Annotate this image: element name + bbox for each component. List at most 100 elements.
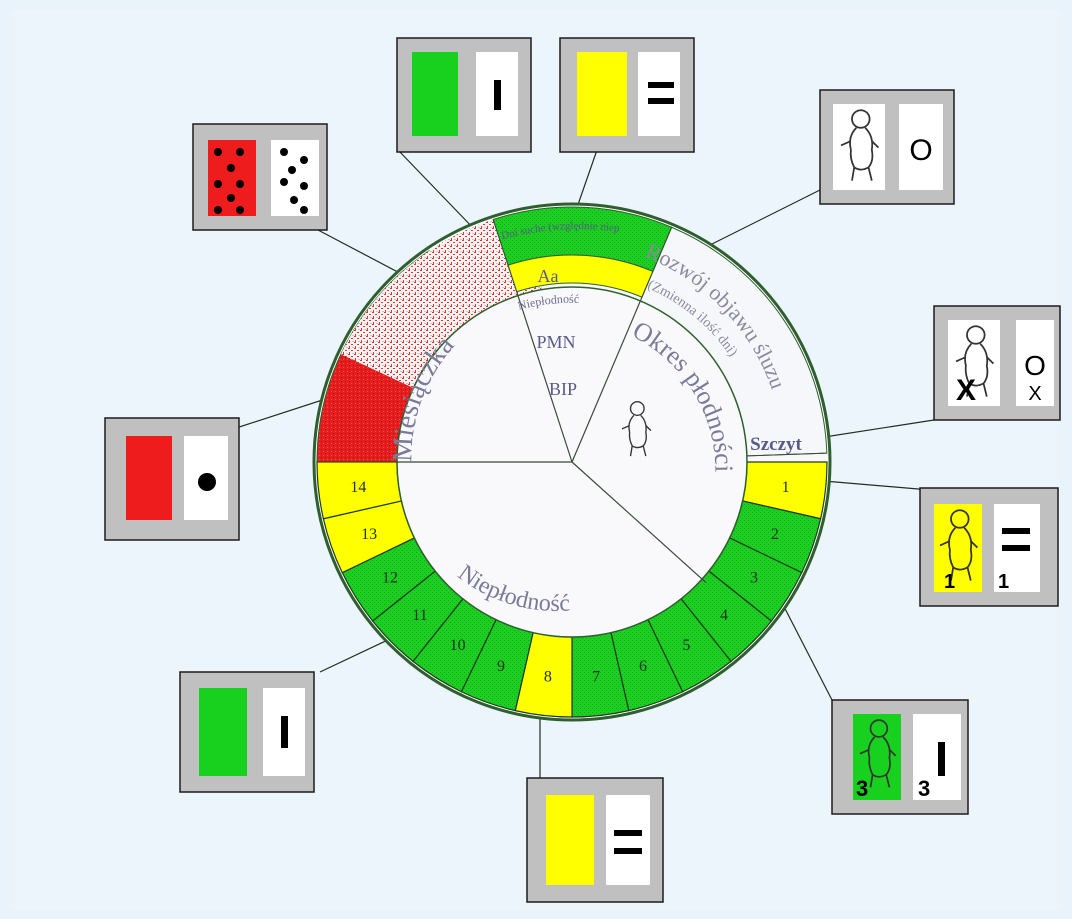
equal-line-top: [648, 82, 674, 88]
green-panel: [412, 52, 458, 136]
white-panel: [948, 320, 1000, 406]
green-single-line-stamp-icon: [179, 671, 315, 793]
white-panel: [638, 52, 680, 136]
white-panel: [833, 104, 885, 190]
baby-figure-icon-head: [950, 509, 970, 529]
white-panel: [899, 104, 943, 190]
bip-label: BIP: [549, 379, 577, 399]
white-panel: [271, 140, 319, 216]
connector-line: [699, 189, 821, 251]
dot-mark: [236, 180, 244, 188]
dot-mark: [300, 206, 308, 214]
baby-figure-icon-head: [629, 401, 645, 416]
dot-mark: [236, 148, 244, 156]
connector-line: [319, 637, 393, 673]
day-number-label: 12: [382, 569, 398, 586]
equal-line-bottom: [648, 98, 674, 104]
day-number-label: 6: [639, 658, 647, 675]
day-number-mark: 3: [918, 776, 930, 801]
connector-line: [397, 149, 478, 233]
baby-figure-icon-body: [955, 343, 995, 397]
equal-line-bottom: [614, 848, 642, 854]
baby-figure-icon: [955, 325, 995, 397]
baby-figure-icon-body: [621, 414, 652, 457]
day-number-mark: 3: [856, 776, 868, 801]
white-panel: [1016, 320, 1054, 406]
equal-line-top: [1002, 528, 1030, 534]
circle-symbol: O: [1024, 350, 1046, 381]
yellow-panel: [934, 504, 982, 592]
yellow-panel: [546, 795, 594, 885]
day-number-label: 11: [412, 607, 427, 624]
x-mark: X: [1028, 383, 1041, 405]
day-number-label: 13: [361, 526, 377, 543]
day-number-mark: 1: [998, 571, 1009, 593]
pmn-label: PMN: [536, 332, 575, 352]
yellow-panel: [577, 52, 627, 136]
baby-figure-icon-head: [851, 109, 871, 129]
white-panel: [606, 795, 650, 885]
menstruation-speckle-band: [340, 210, 542, 389]
baby-figure-icon-body: [859, 736, 897, 788]
peak-label: Szczyt: [750, 434, 802, 455]
aa-label: Aa: [538, 266, 559, 286]
baby-figure-icon-body: [840, 127, 880, 181]
sector-divider: [517, 295, 573, 463]
day-number-label: 5: [682, 637, 690, 654]
baby-circle-stamp-icon: O: [819, 89, 955, 205]
white-panel: [913, 714, 961, 800]
green-panel: [853, 714, 901, 800]
day-number-label: 4: [720, 607, 728, 624]
day-number-label: 2: [771, 526, 779, 543]
day-number-label: 9: [497, 658, 505, 675]
baby-figure-icon: [939, 509, 979, 581]
baby-figure-icon-head: [869, 719, 889, 738]
day-number-label: 10: [450, 637, 466, 654]
equal-line-top: [614, 830, 642, 836]
connector-line: [811, 479, 931, 491]
dot-mark: [280, 148, 288, 156]
day-number-label: 1: [782, 479, 790, 496]
day-number-label: 14: [350, 479, 366, 496]
dot-mark: [236, 206, 244, 214]
band-divider: [639, 227, 673, 302]
red-dots-stamp-icon: [192, 123, 328, 231]
red-solid-dot-stamp-icon: [104, 417, 240, 541]
dot-mark: [280, 178, 288, 186]
dot-mark: [300, 182, 308, 190]
day-number-label: 7: [592, 669, 600, 686]
baby-figure-icon: [840, 109, 880, 181]
baby-figure-icon-head: [966, 325, 986, 345]
dot-mark: [214, 180, 222, 188]
day-number-mark: 1: [944, 571, 955, 593]
equal-line-bottom: [1002, 545, 1030, 551]
dot-mark: [214, 148, 222, 156]
day-number-label: 8: [544, 669, 552, 686]
dot-mark: [290, 196, 298, 204]
connector-line: [777, 594, 833, 701]
baby-figure-icon: [621, 401, 652, 457]
connector-line: [817, 419, 935, 439]
dot-mark: [227, 194, 235, 202]
red-panel: [126, 436, 172, 520]
single-line-mark: [494, 80, 501, 110]
green-panel: [199, 688, 247, 776]
dot-mark: [214, 206, 222, 214]
dot-mark: [288, 166, 296, 174]
baby-circle-x-stamp-icon: XOX: [933, 305, 1061, 421]
x-mark: X: [956, 374, 976, 407]
dot-mark: [227, 164, 235, 172]
green-single-line-stamp-icon: [396, 37, 532, 153]
circle-symbol: O: [909, 134, 932, 167]
band-divider: [492, 219, 519, 296]
sector-divider: [571, 300, 641, 463]
single-line-mark: [281, 716, 288, 748]
baby-figure-icon: [859, 719, 897, 788]
day-number-label: 3: [750, 569, 758, 586]
sector-divider: [571, 461, 707, 583]
